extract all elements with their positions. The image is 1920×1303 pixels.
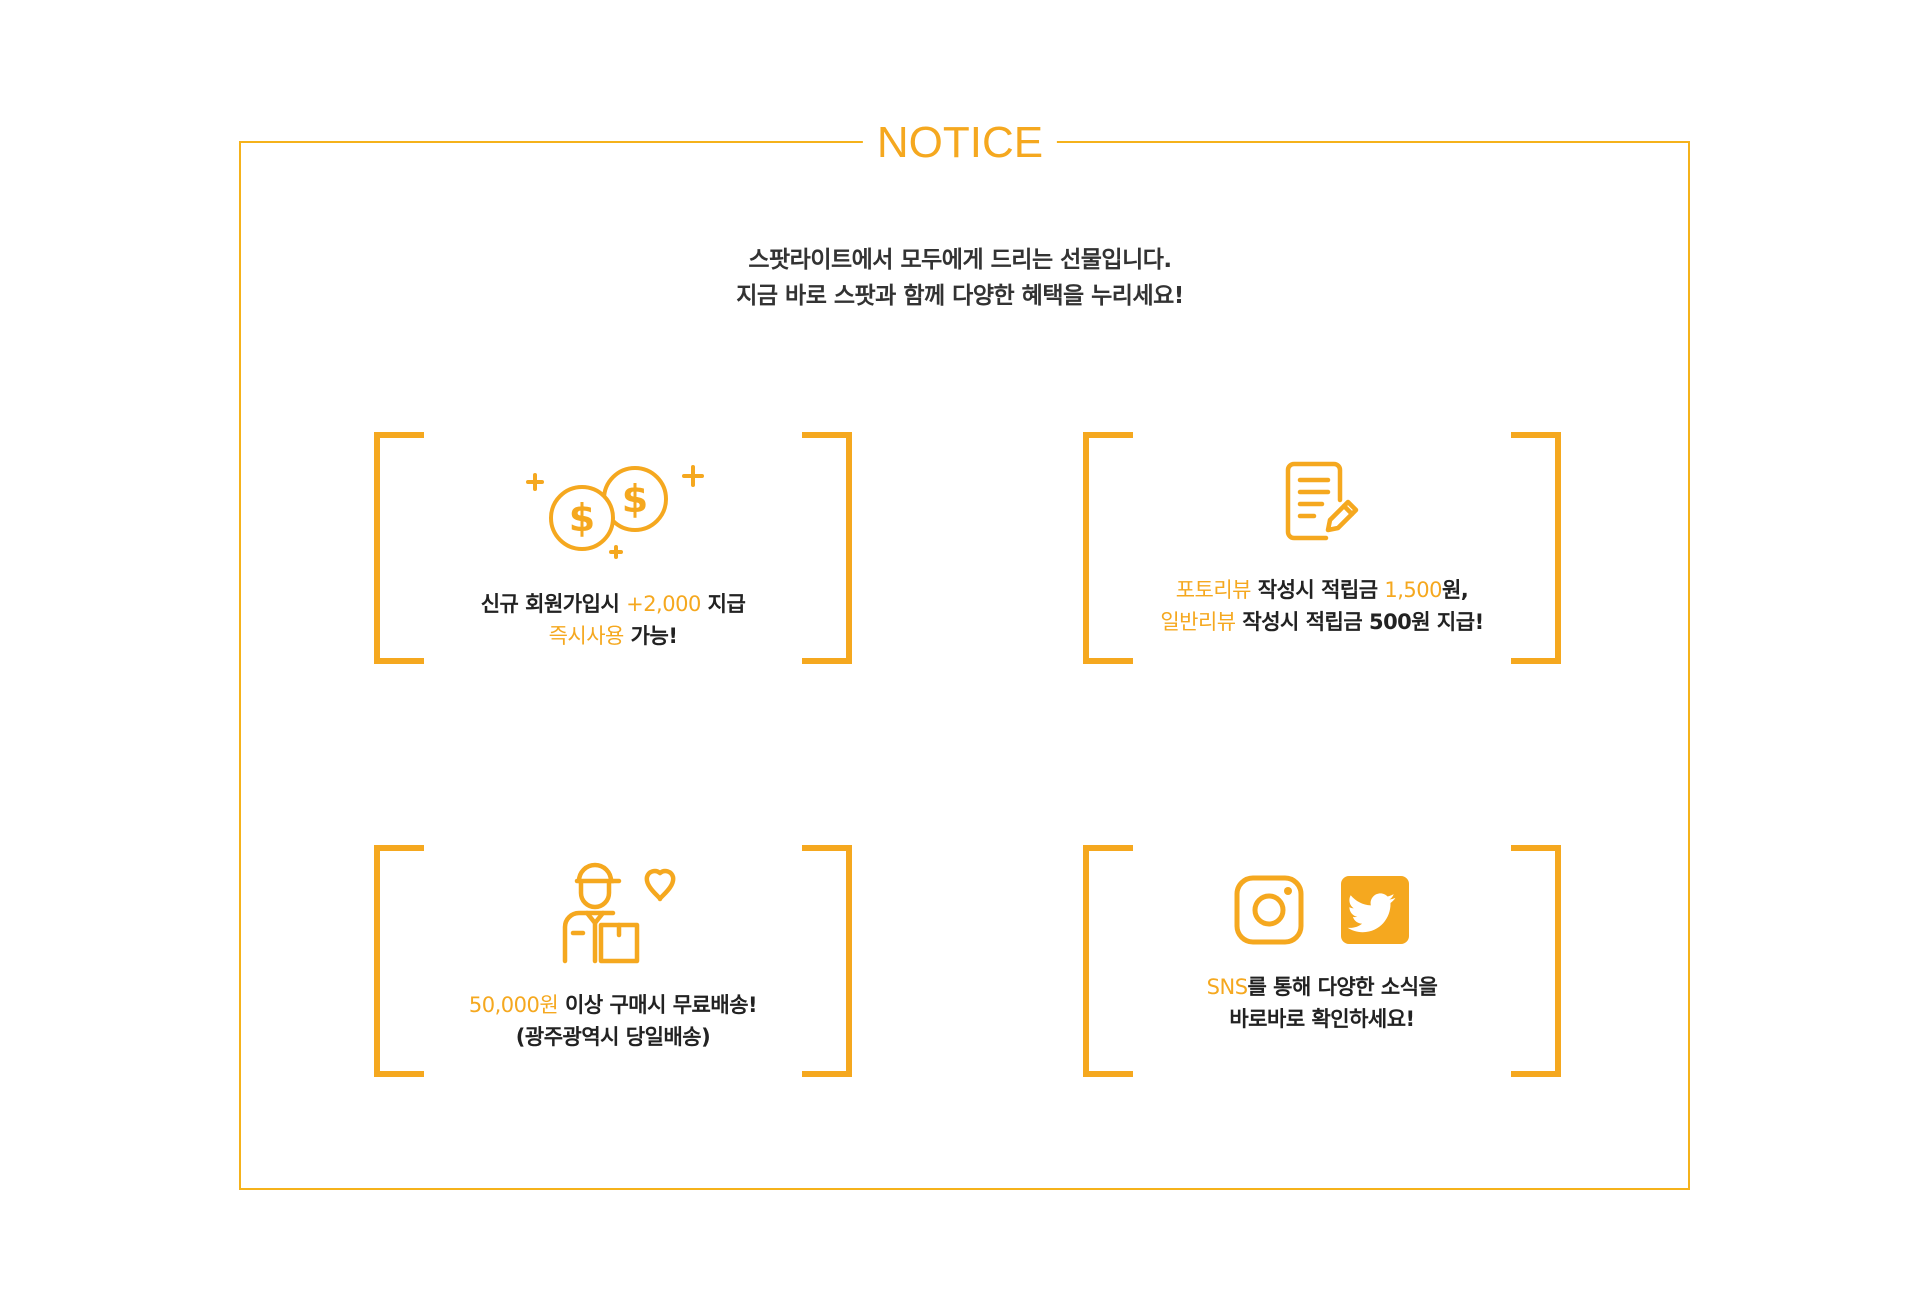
bracket-right	[802, 432, 852, 664]
bracket-right	[802, 845, 852, 1077]
card-text: SNS를 통해 다양한 소식을 바로바로 확인하세요!	[1206, 975, 1438, 1031]
instagram-icon[interactable]	[1233, 874, 1305, 946]
delivery-man-icon	[374, 859, 852, 973]
bracket-right	[1511, 845, 1561, 1077]
bracket-left	[1083, 845, 1133, 1077]
svg-text:$: $	[569, 496, 595, 540]
intro-text: 스팟라이트에서 모두에게 드리는 선물입니다. 지금 바로 스팟과 함께 다양한…	[0, 242, 1920, 314]
intro-line-2: 지금 바로 스팟과 함께 다양한 혜택을 누리세요!	[736, 283, 1184, 309]
benefit-card-review: 포토리뷰 작성시 적립금 1,500원, 일반리뷰 작성시 적립금 500원 지…	[1083, 432, 1561, 664]
card-text: 50,000원 이상 구매시 무료배송! (광주광역시 당일배송)	[468, 993, 758, 1049]
card-text: 포토리뷰 작성시 적립금 1,500원, 일반리뷰 작성시 적립금 500원 지…	[1160, 578, 1484, 634]
review-note-icon	[1083, 460, 1561, 548]
notice-title: NOTICE	[862, 115, 1058, 171]
bracket-right	[1511, 432, 1561, 664]
svg-text:$: $	[622, 477, 648, 521]
benefit-card-sns: SNS를 통해 다양한 소식을 바로바로 확인하세요!	[1083, 845, 1561, 1077]
benefit-card-delivery: 50,000원 이상 구매시 무료배송! (광주광역시 당일배송)	[374, 845, 852, 1077]
benefit-card-signup: $ $ 신규 회원가입시 +2,000 지급 즉시사용 가능!	[374, 432, 852, 664]
intro-line-1: 스팟라이트에서 모두에게 드리는 선물입니다.	[748, 247, 1172, 273]
bracket-left	[374, 432, 424, 664]
coins-icon: $ $	[374, 460, 852, 564]
twitter-icon[interactable]	[1339, 874, 1411, 946]
bracket-left	[374, 845, 424, 1077]
bracket-left	[1083, 432, 1133, 664]
card-text: 신규 회원가입시 +2,000 지급 즉시사용 가능!	[480, 592, 746, 648]
